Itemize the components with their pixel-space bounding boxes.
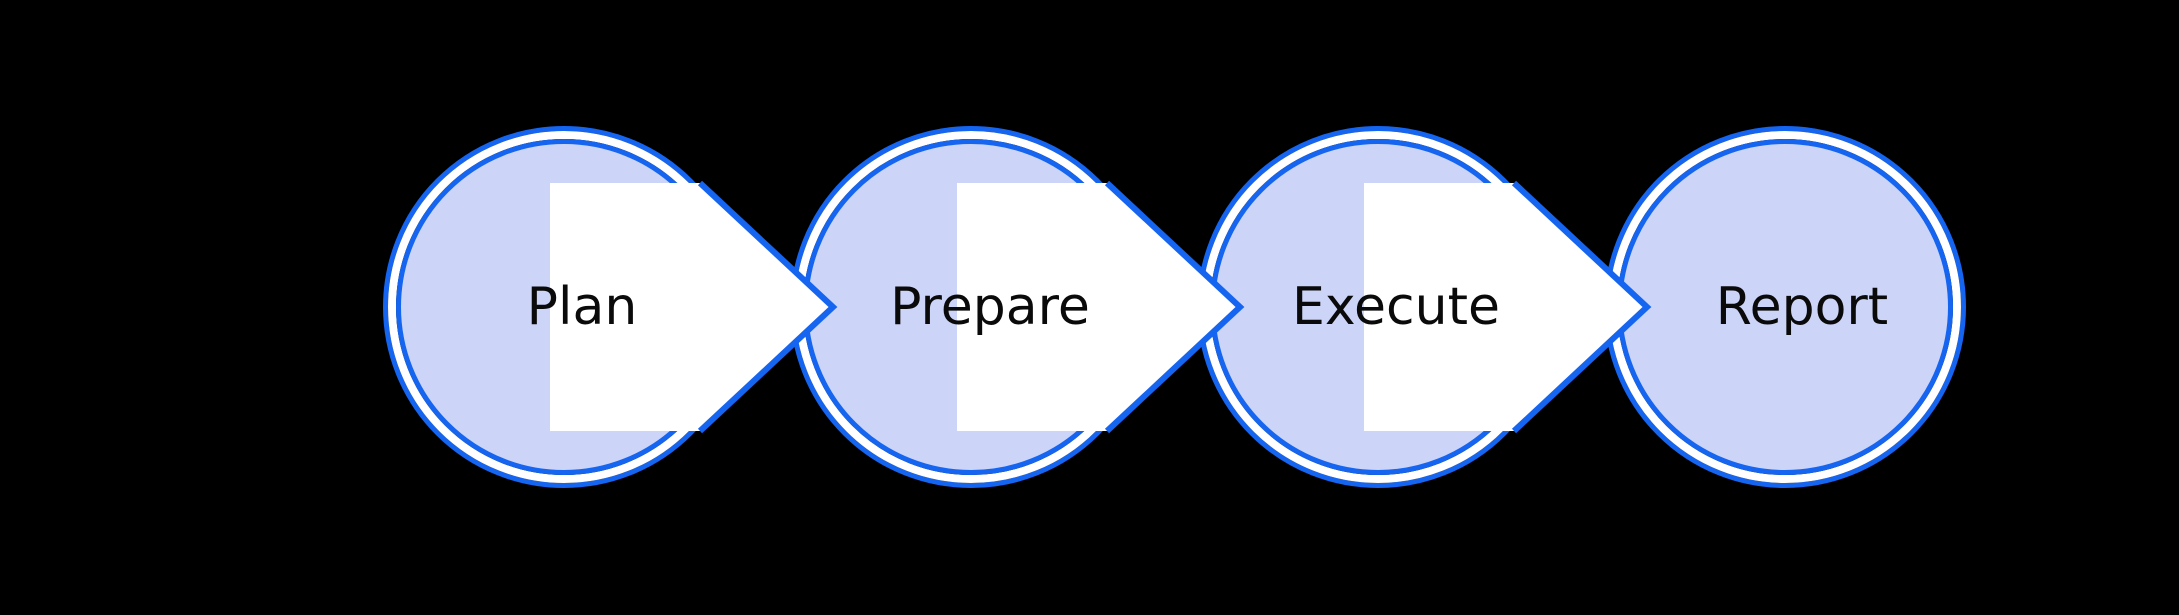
arrow-execute-report[interactable]	[1511, 180, 1652, 434]
arrow-prepare-execute[interactable]	[1104, 180, 1245, 434]
node-labels-group: Plan Prepare Execute Report	[527, 277, 1889, 337]
arrow-connectors-group	[550, 180, 1652, 434]
arrow-plan-prepare[interactable]	[697, 180, 838, 434]
node-label-execute: Execute	[1292, 277, 1500, 337]
node-label-plan: Plan	[527, 277, 638, 337]
node-label-report: Report	[1716, 277, 1888, 337]
node-label-prepare: Prepare	[890, 277, 1090, 337]
